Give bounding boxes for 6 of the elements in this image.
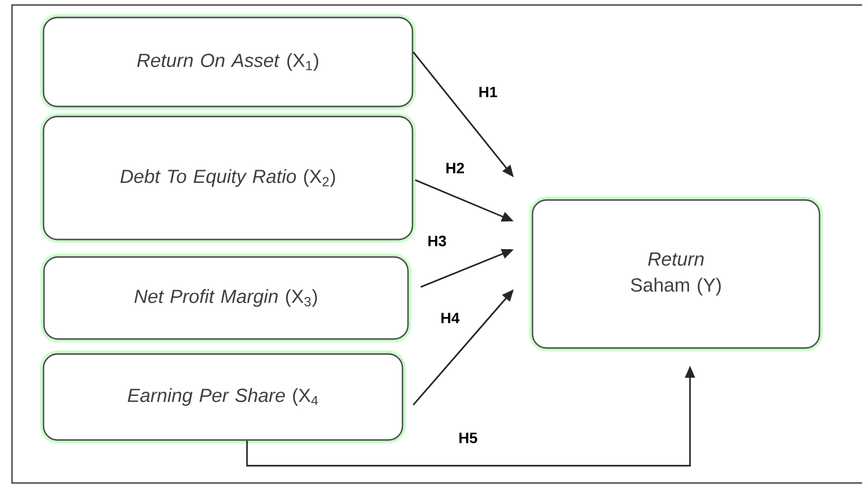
- variable-box: Return On Asset (X$_{1}$): [40, 14, 416, 110]
- variable-box: Earning Per Share (X$_{4}$: [40, 350, 406, 444]
- variable-box: Net Profit Margin (X$_{3}$): [40, 254, 412, 342]
- variable-box: Return Saham (Y): [529, 196, 823, 352]
- edge-label: H3: [426, 234, 448, 248]
- variable-box: Debt To Equity Ratio (X$_{2}$): [40, 113, 416, 243]
